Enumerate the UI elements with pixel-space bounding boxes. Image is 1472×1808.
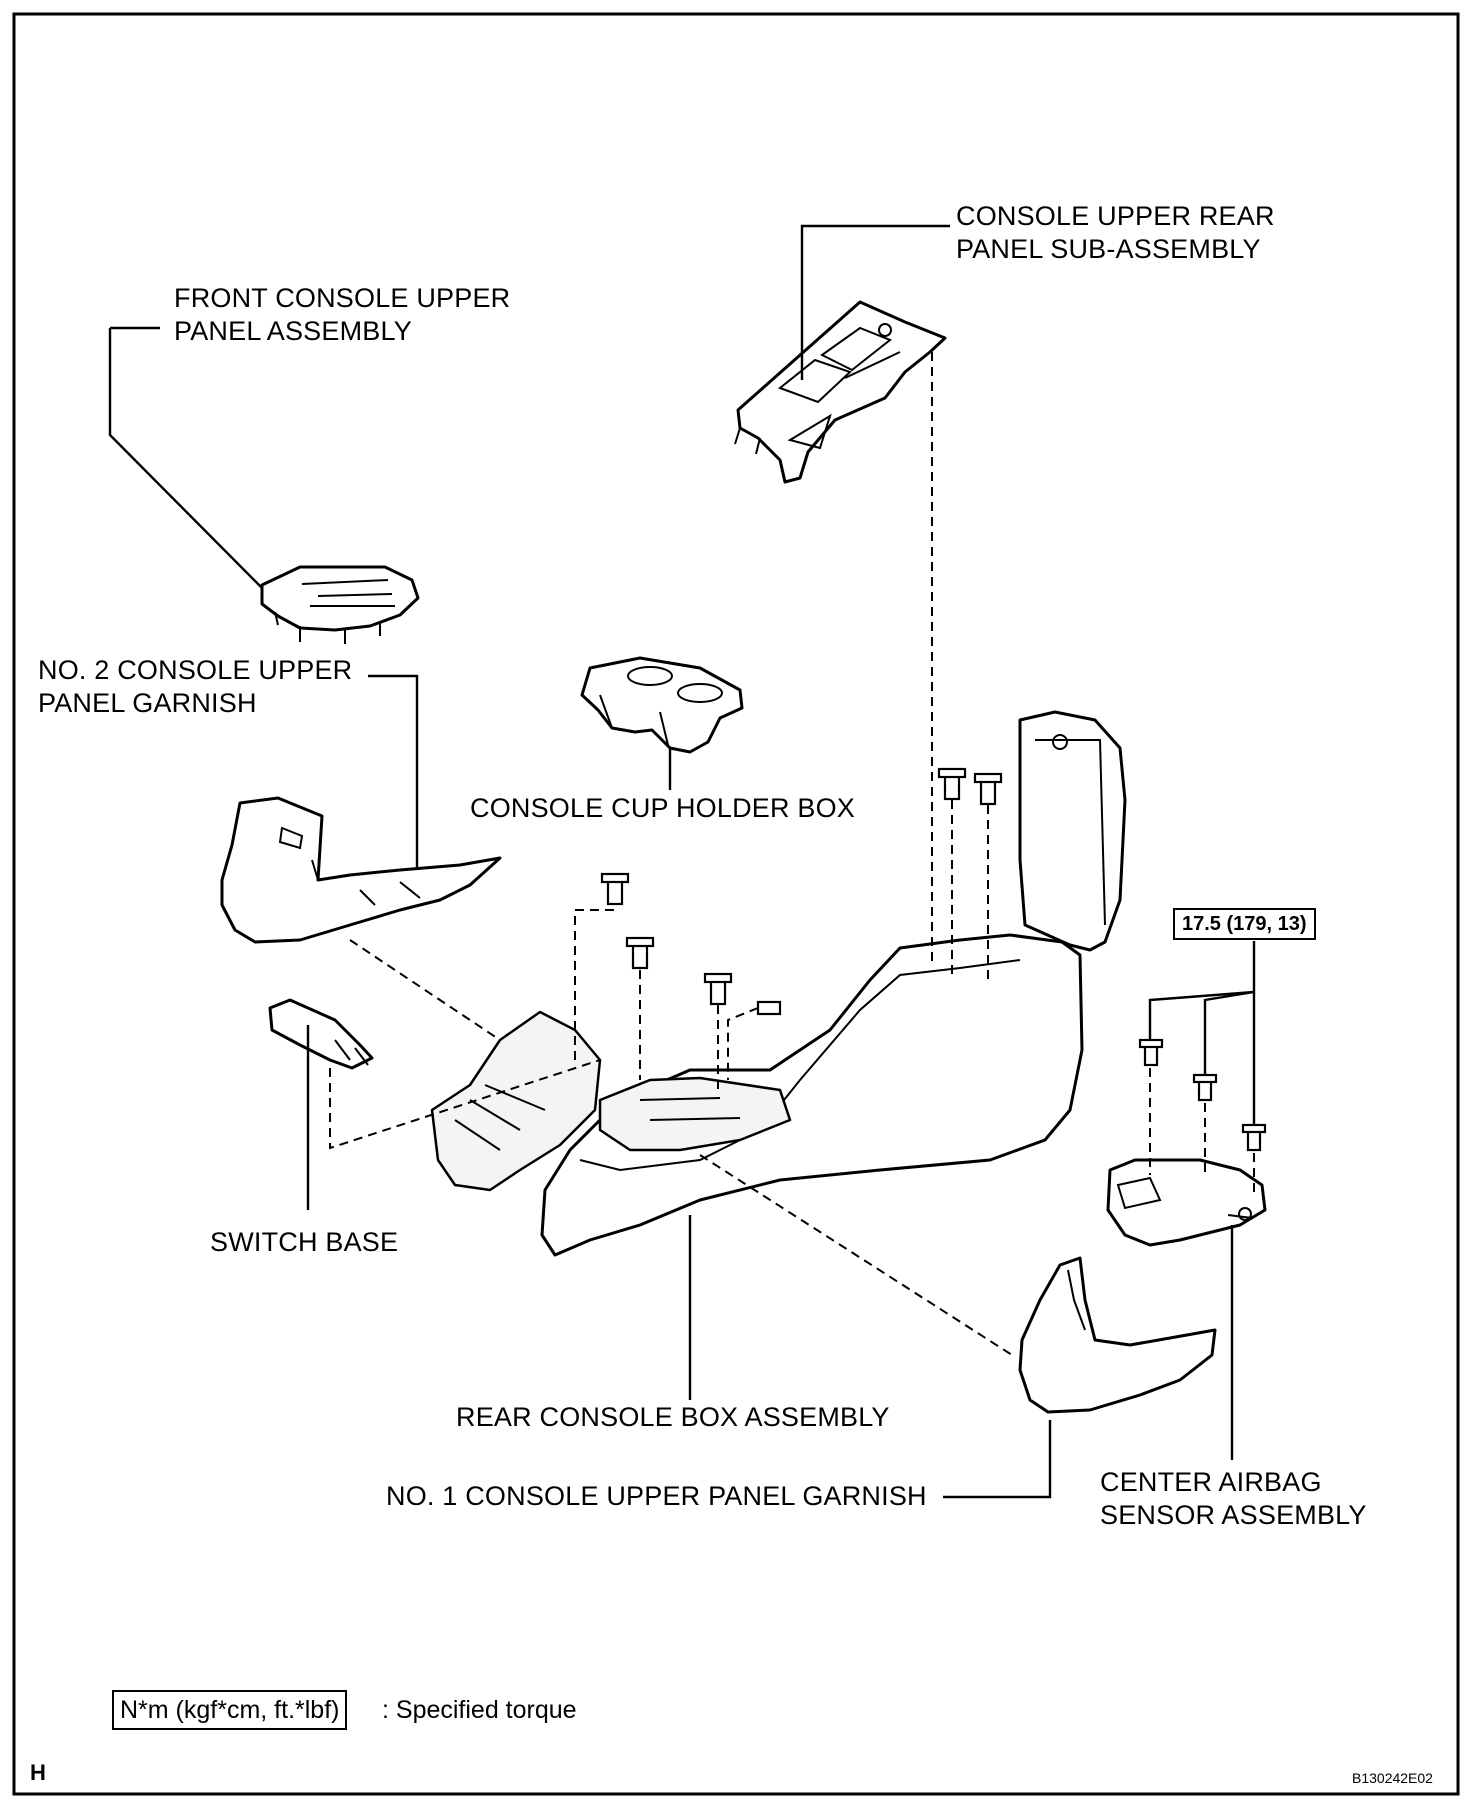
label-console-cup-holder-box: CONSOLE CUP HOLDER BOX xyxy=(470,793,855,823)
label-airbag-line1: CENTER AIRBAG xyxy=(1100,1467,1322,1497)
label-no2-console-garnish: NO. 2 CONSOLE UPPER PANEL GARNISH xyxy=(38,654,352,720)
label-console-upper-rear-panel: CONSOLE UPPER REAR PANEL SUB-ASSEMBLY xyxy=(956,200,1275,266)
label-airbag-line2: SENSOR ASSEMBLY xyxy=(1100,1500,1367,1530)
torque-spec-box: 17.5 (179, 13) xyxy=(1173,908,1316,940)
label-console-upper-rear-line1: CONSOLE UPPER REAR xyxy=(956,201,1275,231)
no2-garnish-drawing xyxy=(220,796,502,944)
cup-holder-box-drawing xyxy=(580,656,744,754)
label-front-console-line1: FRONT CONSOLE UPPER xyxy=(174,283,511,313)
switch-base-drawing xyxy=(268,998,374,1070)
alignment-lines xyxy=(329,352,1255,1356)
leader-lines xyxy=(108,224,1256,1499)
label-front-console-line2: PANEL ASSEMBLY xyxy=(174,316,412,346)
label-center-airbag-sensor: CENTER AIRBAG SENSOR ASSEMBLY xyxy=(1100,1466,1367,1532)
label-no2-garnish-line1: NO. 2 CONSOLE UPPER xyxy=(38,655,353,685)
legend-unit-box: N*m (kgf*cm, ft.*lbf) xyxy=(112,1690,348,1730)
label-rear-console-box: REAR CONSOLE BOX ASSEMBLY xyxy=(456,1402,890,1432)
console-upper-rear-panel-drawing xyxy=(734,300,947,484)
corner-mark: H xyxy=(30,1760,46,1785)
front-console-upper-panel-drawing xyxy=(260,565,420,644)
no1-garnish-drawing xyxy=(1018,1256,1217,1414)
label-switch-base: SWITCH BASE xyxy=(210,1227,399,1257)
figure-id: B130242E02 xyxy=(1352,1770,1433,1786)
label-console-upper-rear-line2: PANEL SUB-ASSEMBLY xyxy=(956,234,1261,264)
label-front-console-upper-panel: FRONT CONSOLE UPPER PANEL ASSEMBLY xyxy=(174,282,510,348)
airbag-sensor-drawing xyxy=(1106,1038,1267,1247)
label-no2-garnish-line2: PANEL GARNISH xyxy=(38,688,257,718)
rear-console-box-drawing xyxy=(430,710,1127,1257)
label-no1-console-garnish: NO. 1 CONSOLE UPPER PANEL GARNISH xyxy=(386,1481,927,1511)
legend-description: : Specified torque xyxy=(382,1696,577,1724)
figure-border xyxy=(12,12,1460,1796)
